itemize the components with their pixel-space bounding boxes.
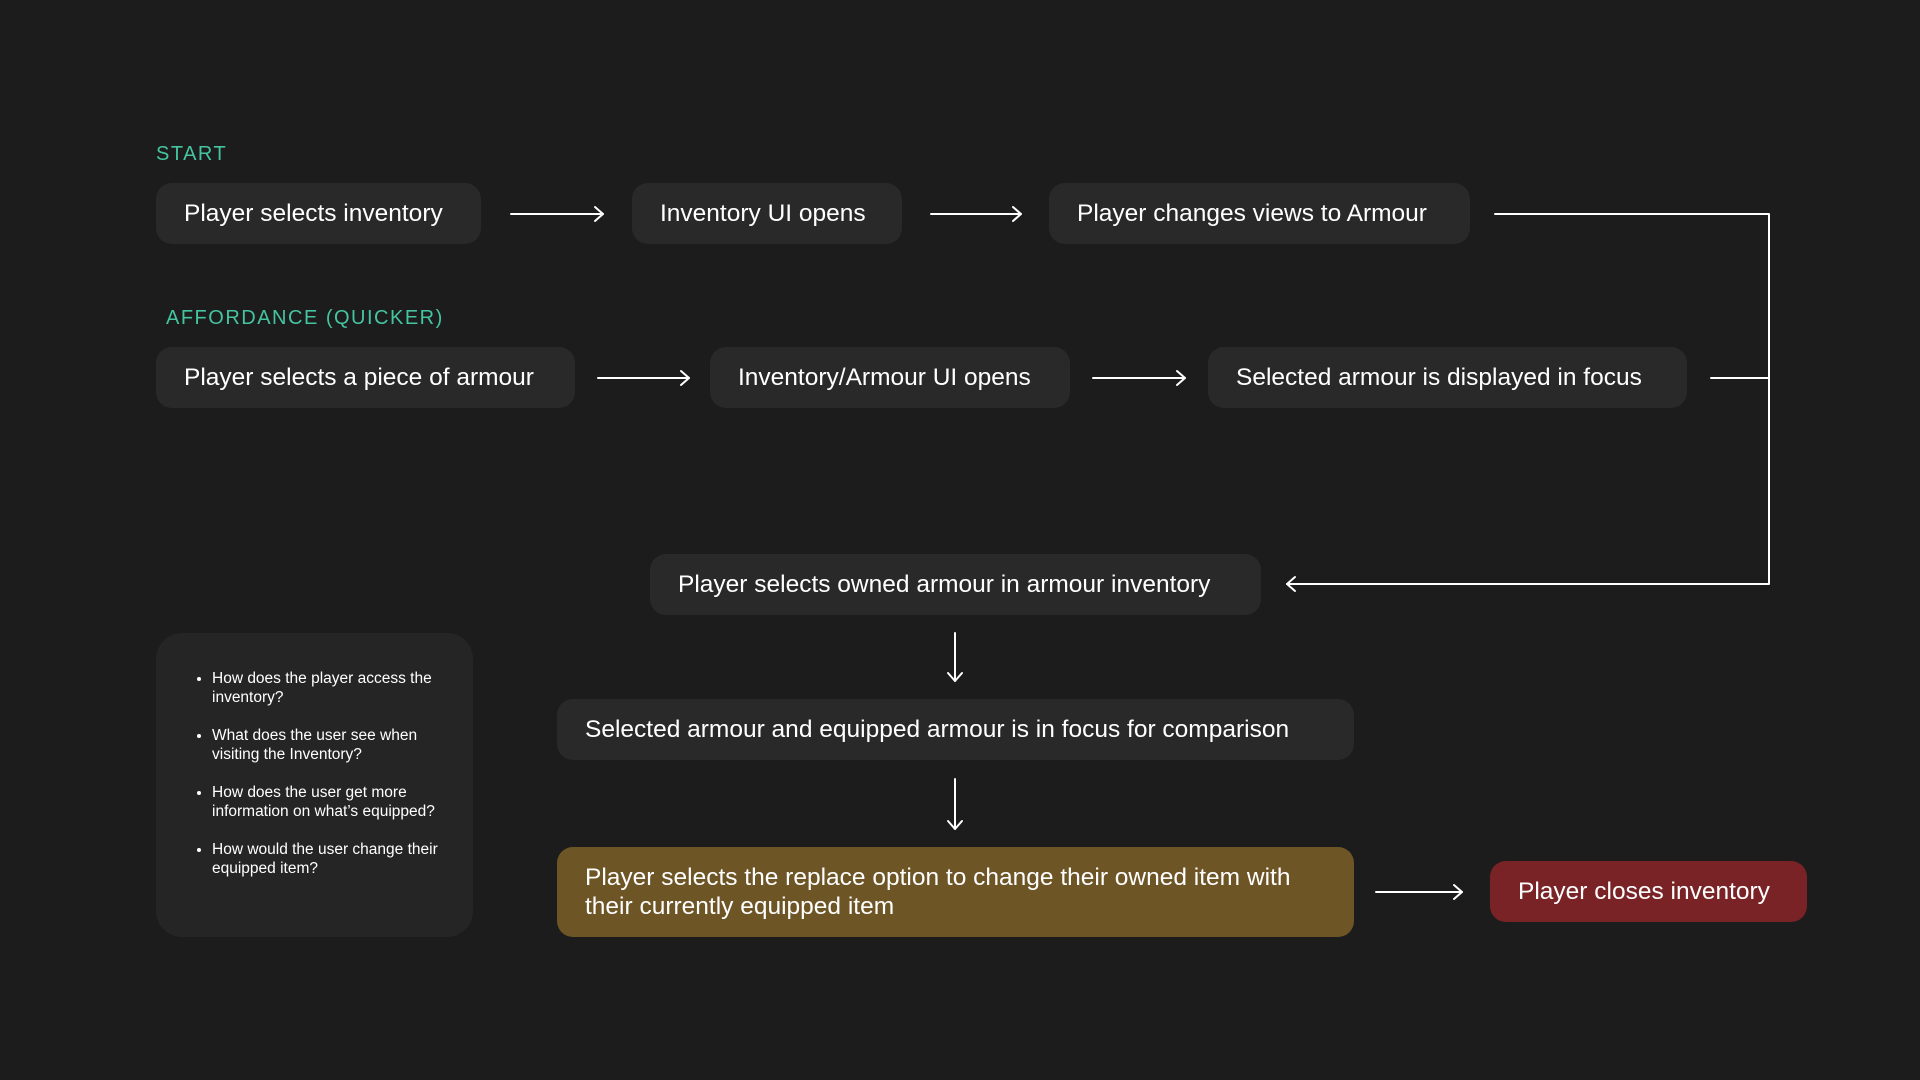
questions-panel: How does the player access the inventory… xyxy=(156,633,473,937)
node-player-closes-inventory: Player closes inventory xyxy=(1490,861,1807,922)
question-item: How does the user get more information o… xyxy=(212,783,443,821)
arrow-down-icon xyxy=(947,778,963,830)
start-label: START xyxy=(156,143,228,165)
node-selected-armour-focus: Selected armour is displayed in focus xyxy=(1208,347,1687,408)
question-item: How does the player access the inventory… xyxy=(212,669,443,707)
arrow-right-icon xyxy=(597,370,690,386)
node-player-selects-armour-piece: Player selects a piece of armour xyxy=(156,347,575,408)
node-select-owned-armour: Player selects owned armour in armour in… xyxy=(650,554,1261,615)
question-item: What does the user see when visiting the… xyxy=(212,726,443,764)
arrow-right-icon xyxy=(930,206,1022,222)
node-inventory-ui-opens: Inventory UI opens xyxy=(632,183,902,244)
node-replace-option: Player selects the replace option to cha… xyxy=(557,847,1354,937)
arrow-down-icon xyxy=(947,632,963,682)
questions-list: How does the player access the inventory… xyxy=(194,669,443,878)
affordance-label: AFFORDANCE (QUICKER) xyxy=(166,307,444,329)
question-item: How would the user change their equipped… xyxy=(212,840,443,878)
arrow-right-icon xyxy=(510,206,604,222)
node-inventory-armour-ui-opens: Inventory/Armour UI opens xyxy=(710,347,1070,408)
node-player-changes-views: Player changes views to Armour xyxy=(1049,183,1470,244)
merge-connector xyxy=(1286,213,1770,592)
arrow-right-icon xyxy=(1092,370,1186,386)
node-player-selects-inventory: Player selects inventory xyxy=(156,183,481,244)
arrow-right-icon xyxy=(1375,884,1463,900)
node-comparison-focus: Selected armour and equipped armour is i… xyxy=(557,699,1354,760)
